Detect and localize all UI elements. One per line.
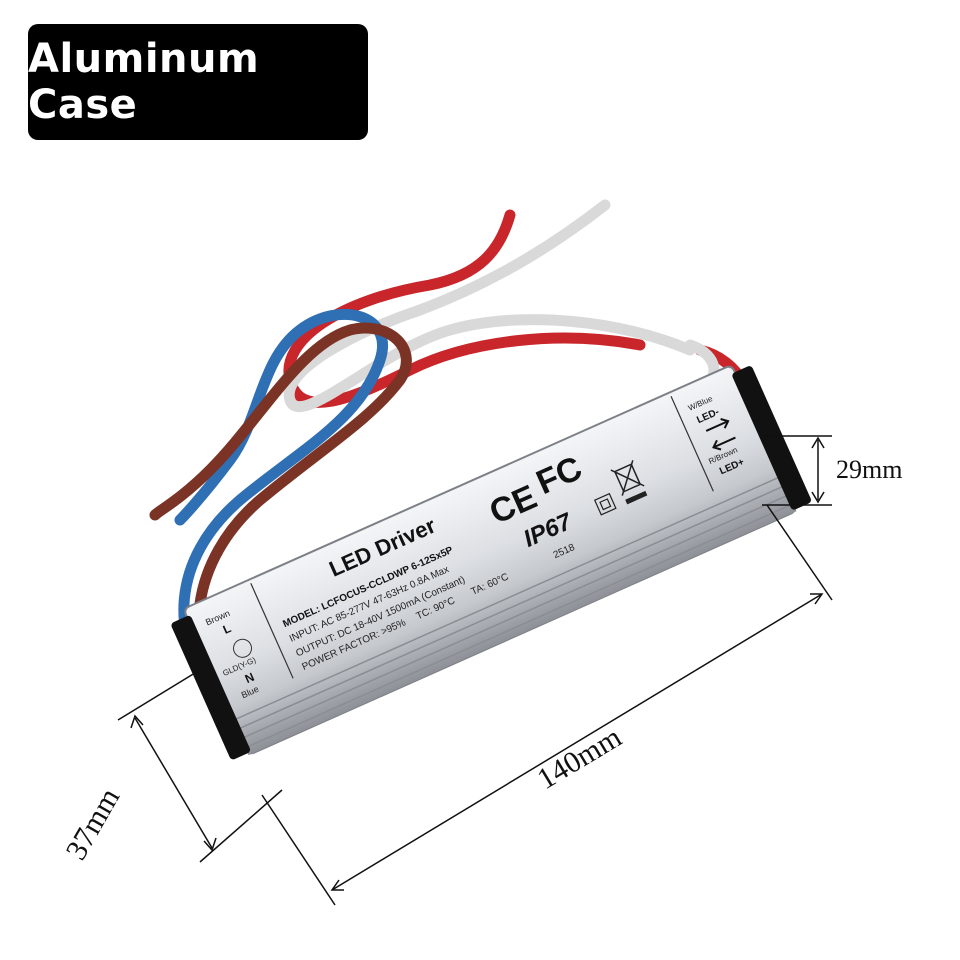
width-label: 37mm xyxy=(59,783,126,866)
blue-input-wire xyxy=(174,309,388,696)
case-fins xyxy=(228,465,797,756)
title-text: Aluminum Case xyxy=(28,36,260,128)
left-end-cap xyxy=(171,615,251,760)
arrow-out-icon xyxy=(705,418,730,432)
red-output-wire xyxy=(283,209,646,408)
brown-input-wire xyxy=(149,322,412,706)
right-end-cap xyxy=(732,366,811,510)
length-dimension xyxy=(261,504,833,906)
weee-bin-icon xyxy=(610,460,648,505)
height-label: 29mm xyxy=(836,455,902,484)
white-output-wire xyxy=(283,199,696,413)
length-label: 140mm xyxy=(532,720,628,796)
title-badge: Aluminum Case xyxy=(28,24,368,140)
height-dimension xyxy=(762,435,832,506)
arrow-in-icon xyxy=(712,436,736,451)
safety-class-icon xyxy=(593,492,617,516)
driver-case: Brown L GLD(Y-G) N Blue LED Driver MODEL… xyxy=(171,365,811,760)
ground-icon xyxy=(233,638,253,658)
width-dimension xyxy=(117,664,283,863)
